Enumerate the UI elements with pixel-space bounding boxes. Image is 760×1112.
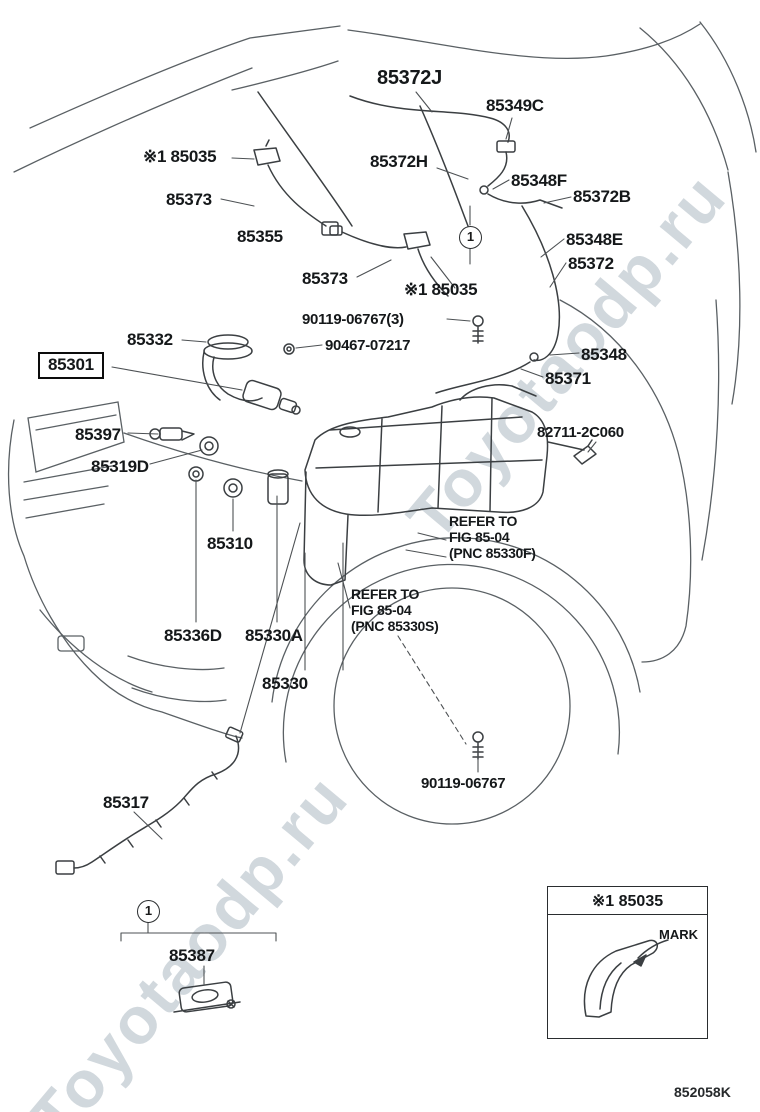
part-label: 85372B [573,187,631,206]
part-label: REFER TO FIG 85-04 (PNC 85330S) [351,586,439,635]
part-label: 85336D [164,626,222,645]
part-label: 85317 [103,793,149,812]
car-body-lines [7,21,757,825]
part-label: 90119-06767(3) [302,311,404,328]
part-label: 85373 [302,269,348,288]
drawing-code: 852058K [674,1084,731,1100]
part-label: 82711-2C060 [537,424,624,441]
leader-lines [111,91,597,985]
part-label: 85371 [545,369,591,388]
part-label: 90467-07217 [325,337,411,354]
part-label: 85348F [511,171,567,190]
part-label: 85349C [486,96,544,115]
legend-mark-label: MARK [659,927,698,942]
part-label: 85372J [377,67,442,89]
circle-callout: 1 [459,226,482,249]
part-label: 85310 [207,534,253,553]
part-label: 85332 [127,330,173,349]
part-label: 90119-06767 [421,775,506,792]
part-label-highlighted: 85301 [38,352,104,379]
circle-callout: 1 [137,900,160,923]
part-label: 85373 [166,190,212,209]
part-label: 85397 [75,425,121,444]
part-label: 85372H [370,152,428,171]
part-label: ※1 85035 [143,147,217,166]
legend-box: ※1 85035 MARK [547,886,708,1039]
washer-parts [55,91,669,1018]
part-label: 85372 [568,254,614,273]
part-label: 85387 [169,946,215,965]
part-label: 85330A [245,626,303,645]
part-label: 85319D [91,457,149,476]
part-label: 85355 [237,227,283,246]
part-label: 85348E [566,230,623,249]
part-label: 85330 [262,674,308,693]
part-label: REFER TO FIG 85-04 (PNC 85330F) [449,513,536,562]
part-label: 85348 [581,345,627,364]
legend-title: ※1 85035 [548,887,707,915]
part-label: ※1 85035 [404,280,478,299]
